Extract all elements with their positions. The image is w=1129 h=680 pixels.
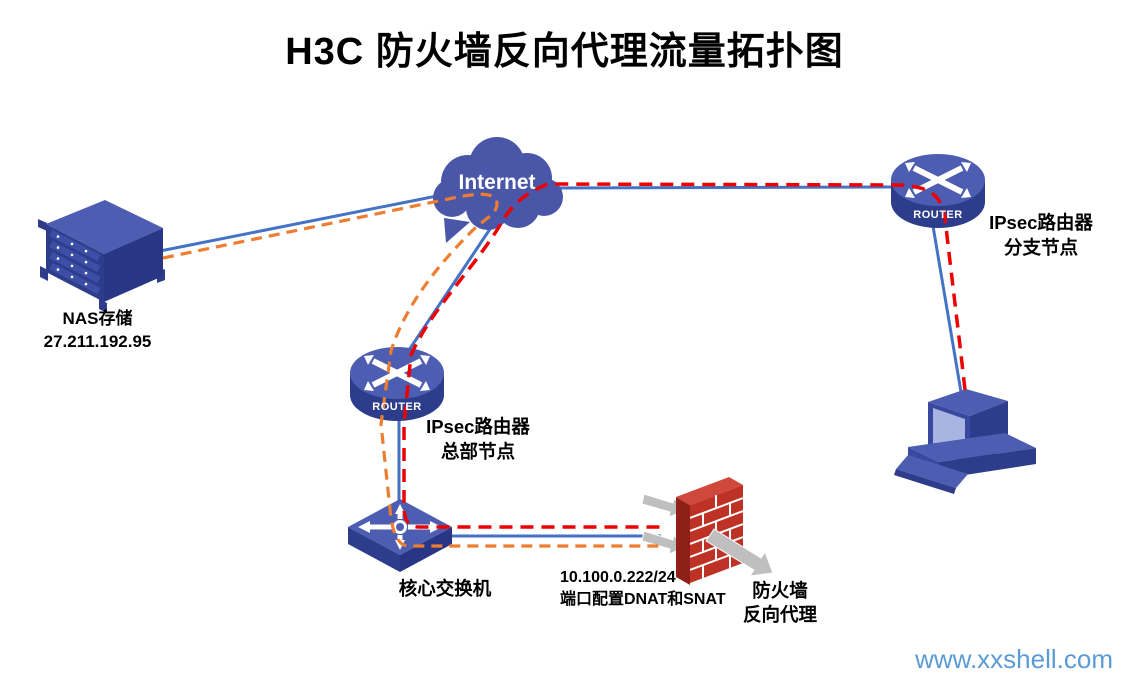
- firewall-nat-note: 端口配置DNAT和SNAT: [560, 591, 726, 608]
- red-flow-line: [402, 182, 967, 529]
- branch-router-caption-line1: IPsec路由器: [989, 212, 1093, 233]
- branch-router-caption: IPsec路由器 分支节点: [975, 210, 1107, 260]
- diagram-title: H3C 防火墙反向代理流量拓扑图: [285, 31, 844, 73]
- firewall-caption-line1: 防火墙: [752, 580, 808, 601]
- nas-caption: NAS存储 27.211.192.95: [15, 307, 180, 353]
- hq-router-caption-line1: IPsec路由器: [426, 416, 530, 437]
- traffic-out-arrow-icon: [705, 528, 774, 577]
- hq-router-icon: [350, 347, 444, 421]
- core-switch-icon: [348, 499, 452, 572]
- firewall-caption: 防火墙 反向代理: [728, 579, 832, 627]
- internet-label: Internet: [458, 171, 536, 194]
- nas-storage-icon: [38, 200, 165, 313]
- nas-name: NAS存储: [62, 309, 133, 328]
- firewall-icon: [641, 477, 774, 585]
- core-switch-caption: 核心交换机: [398, 578, 492, 599]
- hq-router-device-label: ROUTER: [372, 401, 422, 413]
- branch-pc-icon: [894, 389, 1036, 494]
- branch-router-caption-line2: 分支节点: [1003, 237, 1078, 258]
- hq-router-caption: IPsec路由器 总部节点: [413, 414, 543, 464]
- firewall-config-note: 10.100.0.222/24 端口配置DNAT和SNAT: [560, 567, 726, 611]
- link-lines: [159, 185, 963, 538]
- nas-ip: 27.211.192.95: [43, 332, 152, 351]
- firewall-ip: 10.100.0.222/24: [560, 569, 676, 586]
- orange-flow-line: [162, 192, 661, 548]
- hq-router-caption-line2: 总部节点: [440, 441, 515, 462]
- watermark: www.xxshell.com: [915, 644, 1113, 674]
- firewall-caption-line2: 反向代理: [742, 604, 817, 625]
- branch-router-device-label: ROUTER: [913, 209, 963, 221]
